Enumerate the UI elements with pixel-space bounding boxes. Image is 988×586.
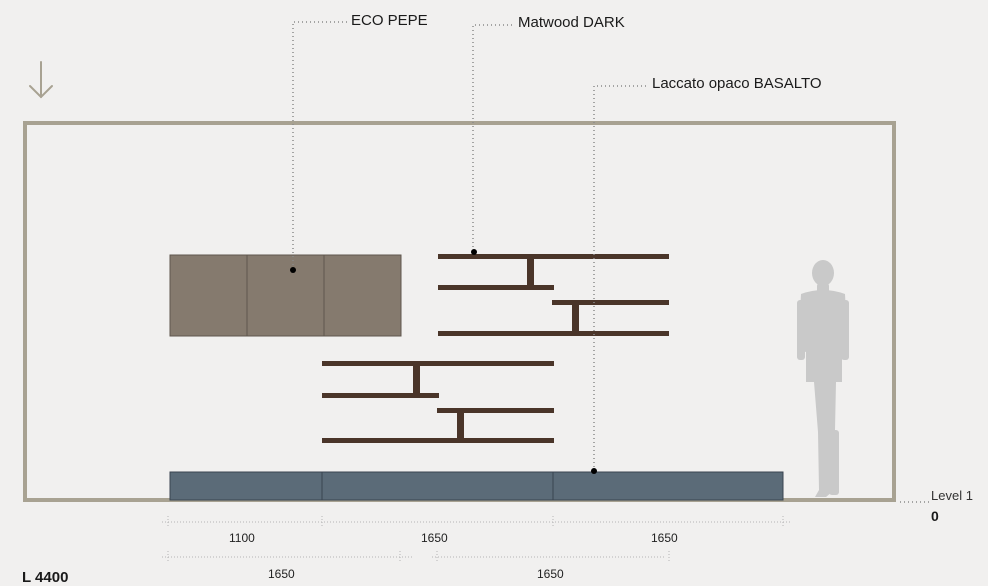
label-matwood-dark: Matwood DARK [518,14,625,31]
eco-pepe-cabinets [169,254,402,337]
leader-dot-eco-pepe [290,267,296,273]
callout-leaders [292,21,646,471]
leader-laccato [593,85,646,471]
dimension-label: 1650 [651,531,678,545]
matwood-dark-shelves [322,254,669,443]
shelf [438,331,669,336]
leader-eco-pepe [292,21,347,270]
dimension-label: 1650 [537,567,564,581]
dimension-label: 1650 [268,567,295,581]
dimension-label: 1650 [421,531,448,545]
eco-pepe-cabinet-2 [246,254,325,337]
shelf [322,393,439,398]
shelf [322,438,554,443]
shelf-support [457,413,464,438]
level-name: Level 1 [931,488,973,503]
dimension-lines [162,516,792,563]
leader-matwood-dark [472,24,512,252]
shelf [438,254,669,259]
label-laccato-opaco-basalto: Laccato opaco BASALTO [652,75,822,92]
leader-dot-matwood-dark [471,249,477,255]
person-silhouette [797,260,849,497]
wall-frame [23,121,896,502]
shelf [322,361,554,366]
shelf [552,300,669,305]
total-length: L 4400 [22,569,69,586]
base-unit-1 [169,471,323,501]
shelf-support [572,305,579,331]
eco-pepe-cabinet-1 [169,254,248,337]
laccato-basalto-base-units [169,471,784,501]
shelf-support [413,366,420,393]
dimension-label: 1100 [229,531,255,545]
arrow-down-icon [29,61,53,99]
base-unit-2 [321,471,554,501]
eco-pepe-cabinet-3 [323,254,402,337]
leader-dot-laccato [591,468,597,474]
level-value: 0 [931,508,939,524]
shelf-support [527,259,534,285]
shelf [437,408,554,413]
shelf [438,285,554,290]
base-unit-3 [552,471,784,501]
label-eco-pepe: ECO PEPE [351,12,428,29]
